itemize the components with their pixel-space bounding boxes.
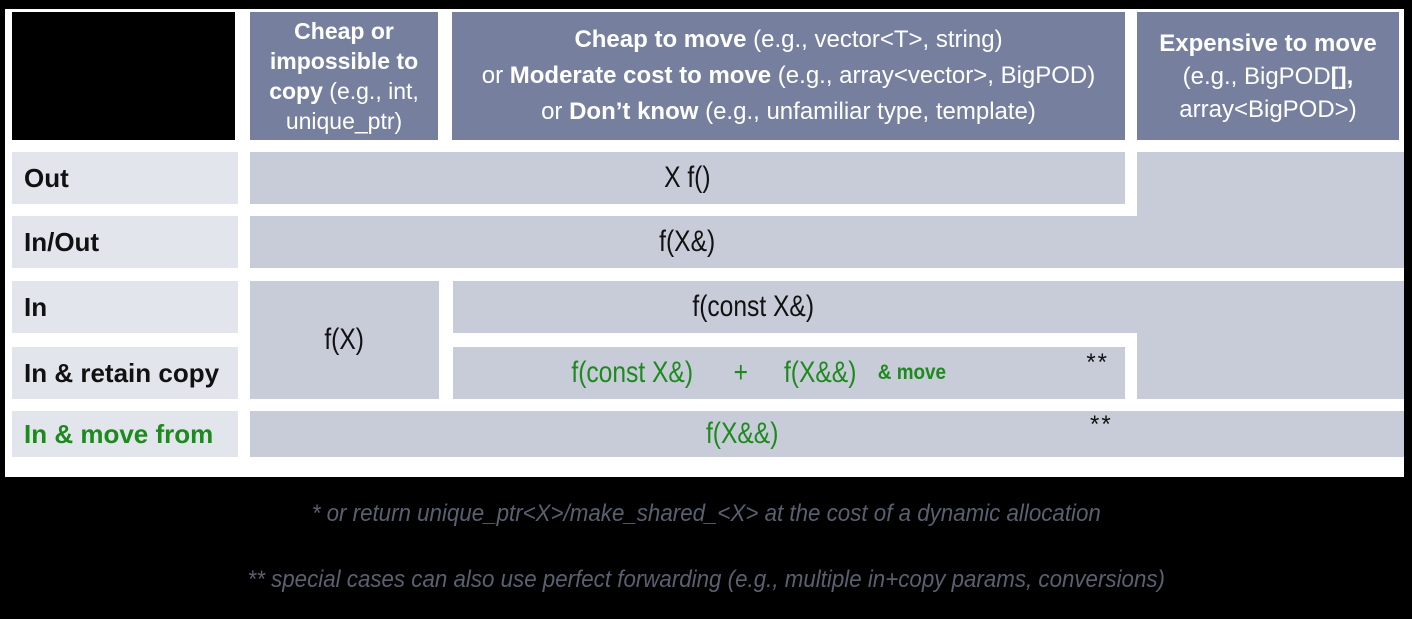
- cell-retain-copy: f(const X&) + f(X&&) & move **: [453, 347, 1125, 399]
- header-expensive-to-move: Expensive to move (e.g., BigPOD[], array…: [1137, 12, 1399, 140]
- table-corner-block: [12, 12, 235, 140]
- header-line3-pre: or: [541, 98, 570, 125]
- cell-retain-rvalue-code: f(X&&): [783, 356, 857, 389]
- cell-move-from: f(X&&) **: [250, 411, 1404, 457]
- header-col3-line2b: [],: [1330, 62, 1354, 90]
- plus-sign: +: [733, 356, 749, 389]
- header-text-rest: (e.g., int, unique_ptr): [285, 78, 419, 134]
- cell-inout-code: f(X&): [658, 225, 716, 258]
- footnote-line1-text: * or return unique_ptr<X>/make_shared_<X…: [311, 500, 1101, 527]
- row-label-inout-text: In/Out: [24, 226, 100, 257]
- row-label-out-text: Out: [24, 162, 69, 193]
- header-line3-rest: (e.g., unfamiliar type, template): [698, 98, 1036, 125]
- header-line2-bold: Moderate cost to move: [509, 62, 772, 89]
- header-cheap-to-copy-text: Cheap or impossible to copy (e.g., int, …: [256, 16, 432, 136]
- footnote-dynamic-allocation: * or return unique_ptr<X>/make_shared_<X…: [0, 500, 1412, 528]
- header-cheap-to-copy: Cheap or impossible to copy (e.g., int, …: [250, 12, 438, 140]
- header-line3-bold: Don’t know: [569, 98, 699, 125]
- header-col3-line3: array<BigPOD>): [1179, 95, 1357, 123]
- header-line2-pre: or: [481, 62, 510, 89]
- retain-footnote-mark: **: [1086, 349, 1109, 376]
- row-label-retain-copy-text: In & retain copy: [24, 357, 220, 388]
- header-text-bold: Cheap or impossible to copy: [269, 18, 419, 104]
- header-expensive-to-move-text: Expensive to move (e.g., BigPOD[], array…: [1159, 27, 1376, 126]
- cell-inout: f(X&): [250, 216, 1404, 268]
- header-col3-bold: Expensive to move: [1159, 29, 1377, 57]
- header-line2-rest: (e.g., array<vector>, BigPOD): [771, 62, 1096, 89]
- row-label-move-from-text: In & move from: [24, 418, 214, 449]
- cell-out: X f(): [250, 152, 1125, 204]
- cell-inout-arm: [1137, 152, 1404, 216]
- cell-in-by-value-code: f(X): [324, 323, 365, 356]
- row-label-move-from: In & move from: [12, 411, 238, 457]
- footnote-line2-text: ** special cases can also use perfect fo…: [247, 566, 1165, 593]
- row-label-retain-copy: In & retain copy: [12, 347, 238, 399]
- footnote-perfect-forwarding: ** special cases can also use perfect fo…: [0, 566, 1412, 594]
- cell-in-arm: [1137, 333, 1404, 399]
- cell-in-by-value: f(X): [250, 281, 439, 399]
- row-label-in: In: [12, 281, 238, 333]
- and-move-note: & move: [877, 361, 947, 384]
- cell-retain-const-ref-code: f(const X&): [571, 356, 693, 389]
- move-from-footnote-mark: **: [1090, 411, 1113, 438]
- cell-in-const-ref-code: f(const X&): [692, 290, 815, 323]
- cell-move-from-code: f(X&&): [705, 417, 779, 450]
- row-label-out: Out: [12, 152, 238, 204]
- cell-out-code: X f(): [664, 161, 711, 194]
- header-cheap-to-move: Cheap to move (e.g., vector<T>, string) …: [452, 12, 1125, 140]
- header-line1-rest: (e.g., vector<T>, string): [746, 26, 1003, 53]
- header-cheap-to-move-text: Cheap to move (e.g., vector<T>, string) …: [482, 22, 1096, 130]
- row-label-in-text: In: [24, 291, 48, 322]
- cell-in-const-ref: f(const X&): [453, 281, 1404, 333]
- header-line1-bold: Cheap to move: [574, 26, 747, 53]
- row-label-inout: In/Out: [12, 216, 238, 268]
- header-col3-line2a: (e.g., BigPOD: [1182, 62, 1331, 90]
